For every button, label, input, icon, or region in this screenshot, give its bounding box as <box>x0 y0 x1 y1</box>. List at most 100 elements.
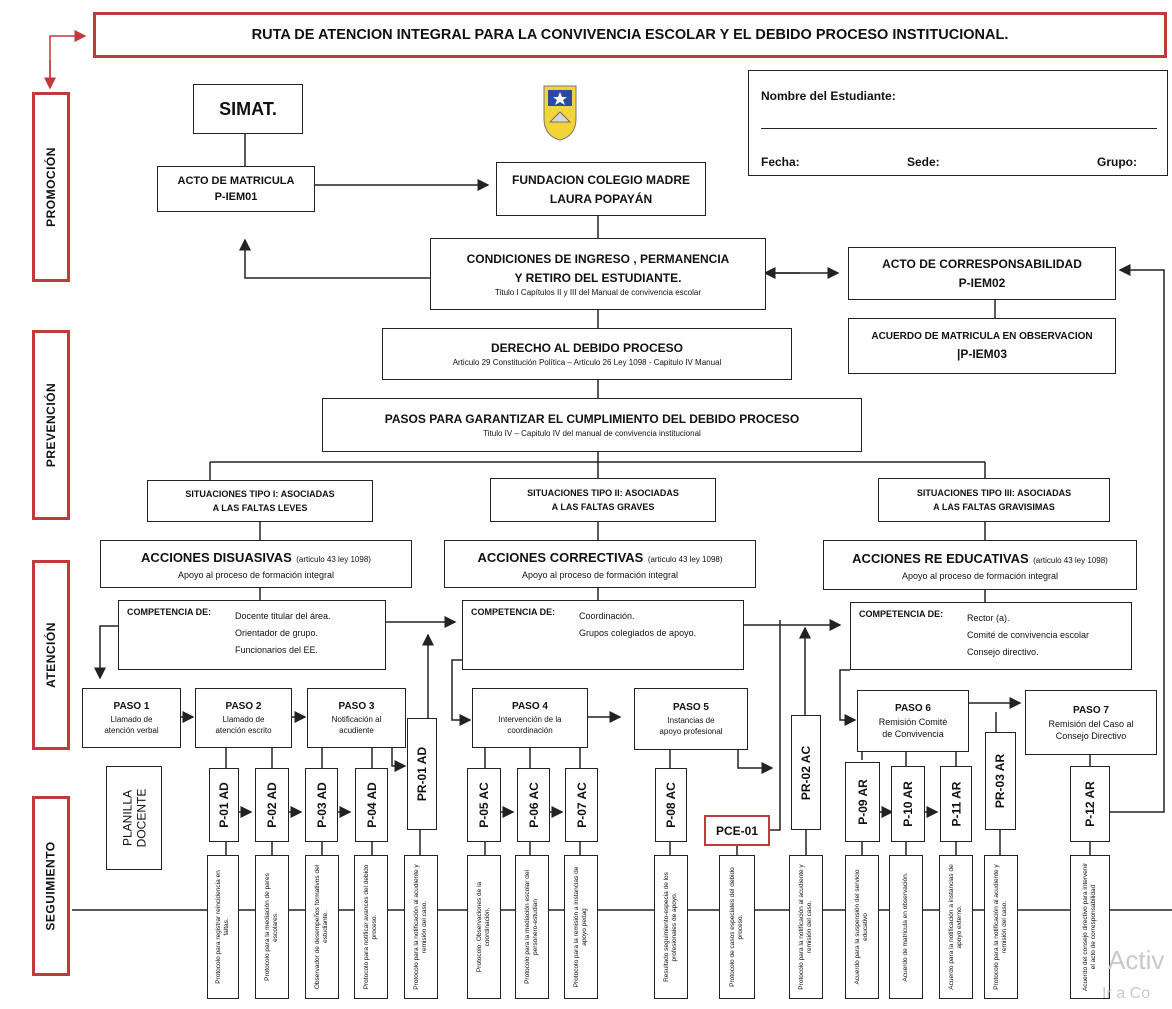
simat-text: SIMAT. <box>219 98 277 119</box>
condiciones-sub: Titulo I Capítulos II y III del Manual d… <box>494 287 702 297</box>
paso-4-l2: coordinación <box>507 726 553 735</box>
paso-6-title: PASO 6 <box>895 703 931 714</box>
student-name-line <box>761 128 1157 129</box>
paso-5: PASO 5 Instancias de apoyo profesional <box>634 688 748 750</box>
competencia-3-label: COMPETENCIA DE: <box>859 609 944 619</box>
competencia-3-l2: Comité de convivencia escolar <box>967 630 1090 640</box>
pasos-sub: Titulo IV – Capitulo IV del manual de co… <box>483 429 701 438</box>
paso-3: PASO 3 Notificación al acudiente <box>307 688 406 748</box>
page-title: RUTA DE ATENCION INTEGRAL PARA LA CONVIV… <box>93 12 1167 58</box>
fundacion-box: FUNDACION COLEGIO MADRE LAURA POPAYÁN <box>496 162 706 216</box>
paso-5-l1: Instancias de <box>667 716 715 725</box>
competencia-1-l3: Funcionarios del EE. <box>235 645 319 655</box>
competencia-3-l3: Consejo directivo. <box>967 647 1039 657</box>
student-form: Nombre del Estudiante: Fecha: Sede: Grup… <box>748 70 1168 176</box>
acciones-1-ref: (articulo 43 ley 1098) <box>296 554 371 564</box>
paso-3-l1: Notificación al <box>331 715 382 724</box>
watermark-line2: Ir a Co <box>1102 985 1151 1002</box>
phase-seguimiento: SEGUIMIENTO <box>32 796 70 976</box>
phase-atencion: ATENCIÓN <box>32 560 70 750</box>
competencia-tipo-2: COMPETENCIA DE: Coordinación. Grupos col… <box>462 600 744 670</box>
code-p-08-ac: P-08 AC <box>655 768 687 842</box>
situacion-1-line2: A LAS FALTAS LEVES <box>212 503 308 513</box>
pce-01-box: PCE-01 <box>704 815 770 846</box>
paso-5-title: PASO 5 <box>673 702 709 713</box>
phase-promocion: PROMOCIÓN <box>32 92 70 282</box>
corresponsabilidad-title: ACTO DE CORRESPONSABILIDAD <box>882 257 1082 271</box>
corresponsabilidad-code: P-IEM02 <box>958 276 1006 290</box>
derecho-title: DERECHO AL DEBIDO PROCESO <box>490 341 684 355</box>
code-pr-01-ad: PR-01 AD <box>407 718 437 830</box>
derecho-sub: Articulo 29 Constitución Política – Arti… <box>452 358 722 367</box>
situacion-tipo-1: SITUACIONES TIPO I: ASOCIADAS A LAS FALT… <box>147 480 373 522</box>
doc-11: Protocolo para la notificación al acudie… <box>789 855 823 999</box>
date-label: Fecha: <box>761 155 800 169</box>
competencia-2-l1: Coordinación. <box>579 611 635 621</box>
acciones-3-ref: (articulo 43 ley 1098) <box>1033 555 1108 565</box>
paso-1-l1: Llamado de <box>110 715 153 724</box>
paso-3-l2: acudiente <box>339 726 374 735</box>
doc-2: Protocolo para la mediación de pares esc… <box>255 855 289 999</box>
pasos-title: PASOS PARA GARANTIZAR EL CUMPLIMIENTO DE… <box>384 412 800 426</box>
acuerdo-code: |P-IEM03 <box>956 347 1008 361</box>
code-p-03-ad: P-03 AD <box>305 768 338 842</box>
code-p-01-ad: P-01 AD <box>209 768 239 842</box>
doc-12: Acuerdo para la suspensión del servicio … <box>845 855 879 999</box>
code-p-06-ac: P-06 AC <box>517 768 550 842</box>
paso-6: PASO 6 Remisión Comité de Convivencia <box>857 690 969 752</box>
code-pr-03-ar: PR-03 AR <box>985 732 1016 830</box>
acciones-1-sub: Apoyo al proceso de formación integral <box>177 569 335 580</box>
paso-1-title: PASO 1 <box>113 701 150 712</box>
acto-matricula-code: P-IEM01 <box>214 191 258 203</box>
acuerdo-box: ACUERDO DE MATRICULA EN OBSERVACION |P-I… <box>848 318 1116 374</box>
code-p-07-ac: P-07 AC <box>565 768 598 842</box>
competencia-tipo-3: COMPETENCIA DE: Rector (a). Comité de co… <box>850 602 1132 670</box>
title-text: RUTA DE ATENCION INTEGRAL PARA LA CONVIV… <box>251 27 1009 43</box>
paso-2-title: PASO 2 <box>225 701 262 712</box>
paso-7-title: PASO 7 <box>1073 704 1109 716</box>
acciones-1-name: ACCIONES DISUASIVAS <box>141 549 292 565</box>
situacion-2-line2: A LAS FALTAS GRAVES <box>551 502 655 512</box>
paso-2-l2: atención escrito <box>215 726 272 735</box>
code-p-05-ac: P-05 AC <box>467 768 501 842</box>
competencia-3-l1: Rector (a). <box>967 613 1010 623</box>
acciones-3-name: ACCIONES RE EDUCATIVAS <box>852 550 1029 566</box>
situacion-tipo-3: SITUACIONES TIPO III: ASOCIADAS A LAS FA… <box>878 478 1110 522</box>
condiciones-line2: Y RETIRO DEL ESTUDIANTE. <box>514 270 682 285</box>
doc-4: Protocolo para notificar avances del deb… <box>354 855 388 999</box>
acto-matricula-title: ACTO DE MATRICULA <box>177 175 295 187</box>
competencia-1-label: COMPETENCIA DE: <box>127 607 212 617</box>
situacion-1-line1: SITUACIONES TIPO I: ASOCIADAS <box>185 489 335 499</box>
doc-16: Acuerdo del consejo directivo para inter… <box>1070 855 1110 999</box>
corresponsabilidad-box: ACTO DE CORRESPONSABILIDAD P-IEM02 <box>848 247 1116 300</box>
paso-1-l2: atención verbal <box>104 726 159 735</box>
paso-7: PASO 7 Remisión del Caso al Consejo Dire… <box>1025 690 1157 755</box>
student-name-label: Nombre del Estudiante: <box>761 89 896 103</box>
condiciones-box: CONDICIONES DE INGRESO , PERMANENCIA Y R… <box>430 238 766 310</box>
derecho-box: DERECHO AL DEBIDO PROCESO Articulo 29 Co… <box>382 328 792 380</box>
competencia-tipo-1: COMPETENCIA DE: Docente titular del área… <box>118 600 386 670</box>
fundacion-line1: FUNDACION COLEGIO MADRE <box>512 172 690 187</box>
acciones-disuasivas: ACCIONES DISUASIVAS (articulo 43 ley 109… <box>100 540 412 588</box>
competencia-2-l2: Grupos colegiados de apoyo. <box>579 628 697 638</box>
doc-6: Protocolo: Observaciones de la coordinac… <box>467 855 501 999</box>
paso-7-l2: Consejo Directivo <box>1055 730 1127 741</box>
planilla-text: PLANILLA DOCENTE <box>120 788 148 848</box>
code-p-12-ar: P-12 AR <box>1070 766 1110 842</box>
paso-3-title: PASO 3 <box>338 701 375 712</box>
doc-14: Acuerdo para la notificación a instancia… <box>939 855 973 999</box>
code-p-02-ad: P-02 AD <box>255 768 289 842</box>
paso-4-l1: Intervención de la <box>498 715 562 724</box>
paso-6-l1: Remisión Comité <box>878 717 948 727</box>
doc-3: Observador de desempeños formativos del … <box>305 855 339 999</box>
paso-2-l1: Llamado de <box>222 715 265 724</box>
simat-box: SIMAT. <box>193 84 303 134</box>
paso-5-l2: apoyo profesional <box>659 727 723 736</box>
code-p-11-ar: P-11 AR <box>940 766 972 842</box>
pce-text: PCE-01 <box>715 823 759 838</box>
acuerdo-title: ACUERDO DE MATRICULA EN OBSERVACION <box>871 331 1093 342</box>
watermark-line1: Activ <box>1108 945 1165 975</box>
acciones-2-name: ACCIONES CORRECTIVAS <box>477 549 644 565</box>
situacion-tipo-2: SITUACIONES TIPO II: ASOCIADAS A LAS FAL… <box>490 478 716 522</box>
site-label: Sede: <box>907 155 940 169</box>
